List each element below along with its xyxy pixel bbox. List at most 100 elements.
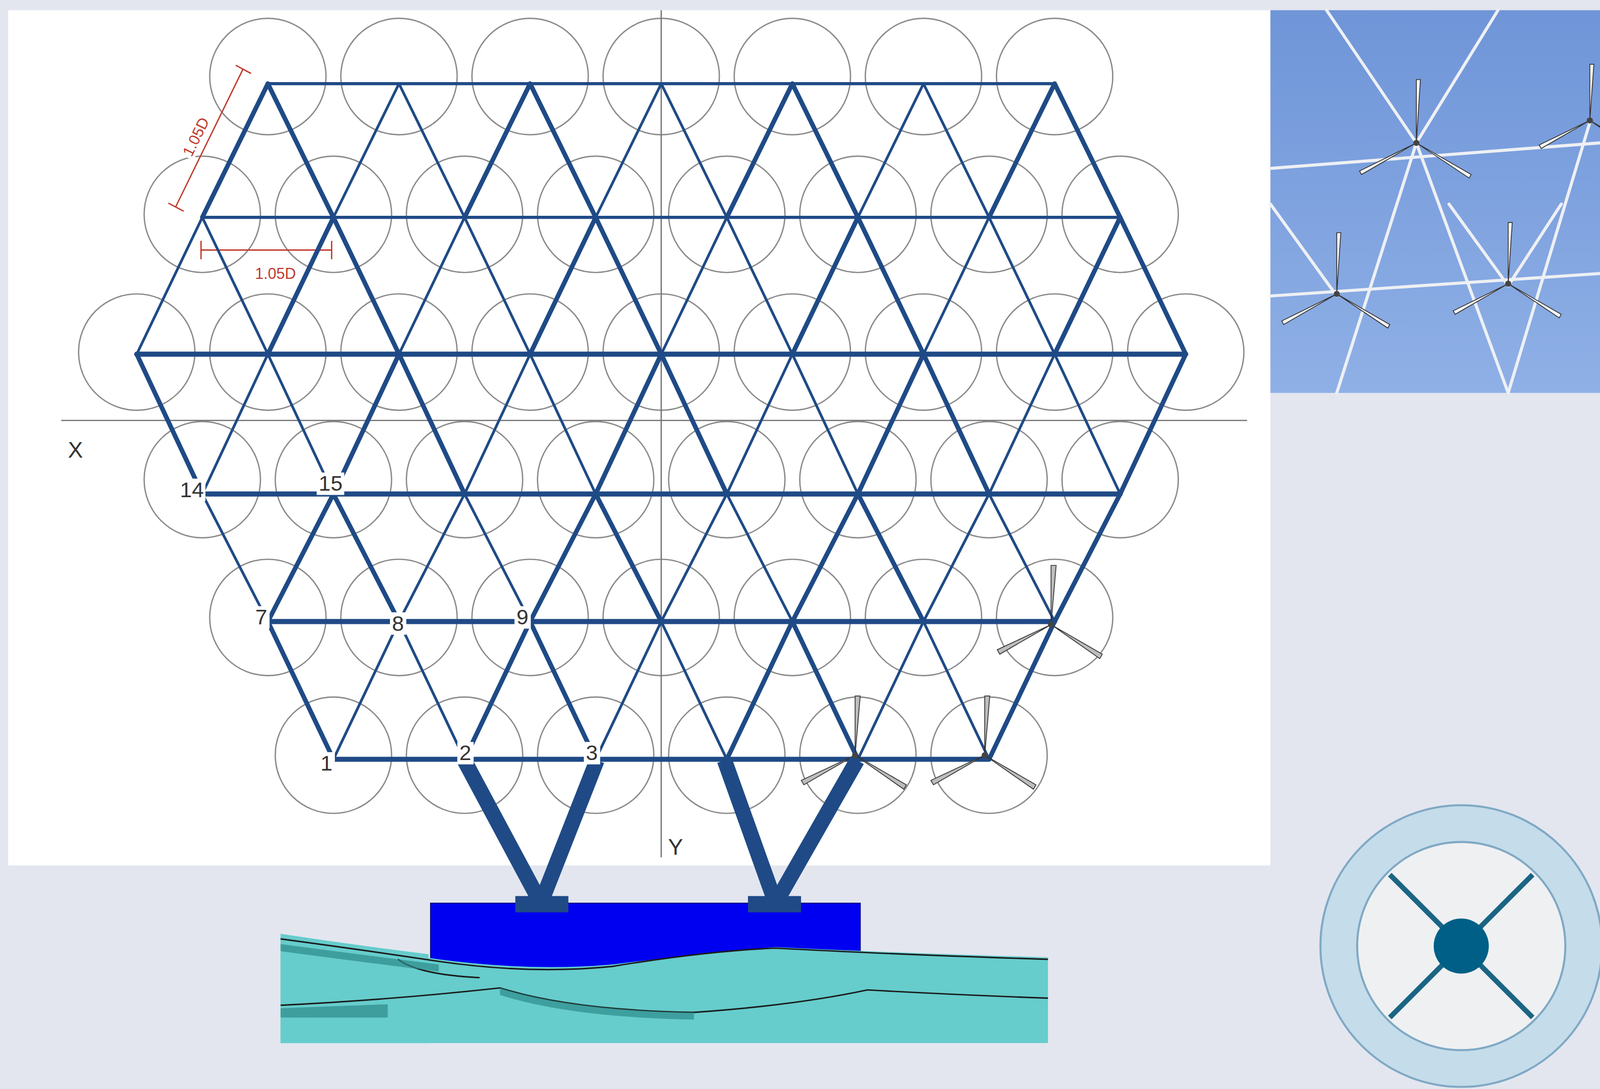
truss-diagonal: [726, 217, 793, 354]
truss-diagonal: [530, 494, 596, 622]
truss-diagonal: [1054, 353, 1121, 494]
turbine-number: 15: [316, 472, 345, 496]
white-panel: [8, 10, 1271, 866]
truss-diagonal: [595, 217, 662, 354]
icon-cross: [1389, 874, 1533, 1018]
truss-diagonal: [530, 353, 596, 494]
truss-diagonal: [792, 621, 859, 759]
truss-diagonal: [136, 353, 203, 494]
truss-diagonal: [661, 83, 727, 218]
turbine-blade: [855, 754, 907, 789]
turbine-blade: [1539, 120, 1590, 149]
turbine-blade: [1050, 624, 1102, 659]
rotor-circle: [537, 421, 654, 538]
turbine-hub: [981, 751, 988, 758]
truss-lattice: [136, 83, 1186, 759]
truss-diagonal: [333, 217, 399, 354]
truss-diagonal: [464, 621, 531, 759]
truss-diagonal: [398, 83, 465, 218]
wave-shading: [280, 943, 695, 1020]
turbine-blade: [1508, 222, 1513, 284]
icon-hub: [1433, 918, 1489, 974]
turbine-blade: [930, 754, 985, 785]
truss-diagonal: [858, 353, 924, 494]
truss-diagonal: [792, 83, 859, 218]
truss-diagonal: [989, 217, 1055, 354]
truss-diagonal: [923, 217, 990, 354]
truss-diagonal: [1054, 83, 1121, 218]
support-pad: [515, 896, 569, 913]
rotor-circle: [406, 421, 523, 538]
turbine-hub: [1504, 280, 1511, 287]
axis-label: X: [66, 438, 86, 462]
turbine-blade: [1336, 293, 1390, 328]
truss-diagonal: [1120, 353, 1186, 494]
turbine-blade: [1589, 120, 1600, 153]
truss-diagonal: [923, 494, 990, 622]
truss-diagonal: [989, 621, 1055, 759]
rotor-circle: [537, 696, 654, 814]
truss-diagonal: [333, 83, 399, 218]
turbine-hub: [1586, 117, 1593, 124]
y-axis: [660, 10, 662, 858]
turbine-number: 9: [514, 606, 531, 629]
turbine-symbols: [801, 565, 1103, 789]
truss-diagonal: [464, 83, 531, 218]
photo-turbines: [1281, 64, 1600, 328]
truss-diagonal: [726, 621, 793, 759]
water: [280, 936, 1049, 1043]
truss-diagonal: [267, 494, 334, 622]
rotor-circle: [930, 421, 1047, 538]
rotor-circle: [800, 421, 917, 538]
rotor-circle: [1061, 421, 1178, 538]
dimension-label: 1.05D: [252, 265, 298, 282]
icon-inner: [1357, 842, 1566, 1051]
turbine-number: 1: [318, 751, 335, 775]
turbine-hub: [852, 751, 859, 758]
turbine-blade: [1359, 142, 1417, 175]
truss-diagonal: [595, 353, 662, 494]
truss-diagonal: [267, 621, 334, 759]
truss-diagonal: [398, 494, 465, 622]
axis-label: Y: [665, 835, 685, 859]
turbine-number: 8: [389, 612, 407, 635]
truss-diagonal: [595, 494, 662, 622]
turbine-blade: [984, 754, 1036, 789]
truss-diagonal: [792, 217, 859, 354]
truss-diagonal: [267, 217, 334, 354]
rotor-circle: [209, 559, 326, 676]
turbine-blade: [984, 695, 990, 755]
turbine-hub: [1333, 290, 1340, 297]
truss-diagonal: [333, 621, 399, 759]
truss-diagonal: [661, 353, 727, 494]
truss-diagonal: [1120, 217, 1186, 354]
truss-diagonal: [530, 83, 596, 218]
truss-diagonal: [464, 217, 531, 354]
truss-diagonal: [989, 494, 1055, 622]
rotor-circle: [865, 18, 982, 135]
rotor-circle: [472, 18, 589, 135]
truss-diagonal: [726, 353, 793, 494]
truss-diagonal: [661, 217, 727, 354]
truss-diagonal: [661, 621, 727, 759]
turbine-hub: [1047, 621, 1054, 628]
rotor-circle: [275, 421, 392, 538]
truss-diagonal: [1054, 494, 1121, 622]
turbine-blade: [855, 695, 861, 755]
truss-diagonal: [858, 217, 924, 354]
rotor-circle: [144, 421, 261, 538]
truss-diagonal: [136, 217, 203, 354]
truss-diagonal: [398, 621, 465, 759]
truss-diagonal: [333, 494, 399, 622]
truss-diagonal: [1054, 217, 1121, 354]
truss-diagonal: [989, 83, 1055, 218]
wave-lines: [280, 938, 1049, 1013]
truss-diagonal: [464, 494, 531, 622]
truss-diagonal: [202, 353, 268, 494]
truss-diagonal: [267, 83, 334, 218]
rotor-circle: [996, 18, 1113, 135]
truss-diagonal: [792, 353, 859, 494]
truss-diagonal: [726, 83, 793, 218]
